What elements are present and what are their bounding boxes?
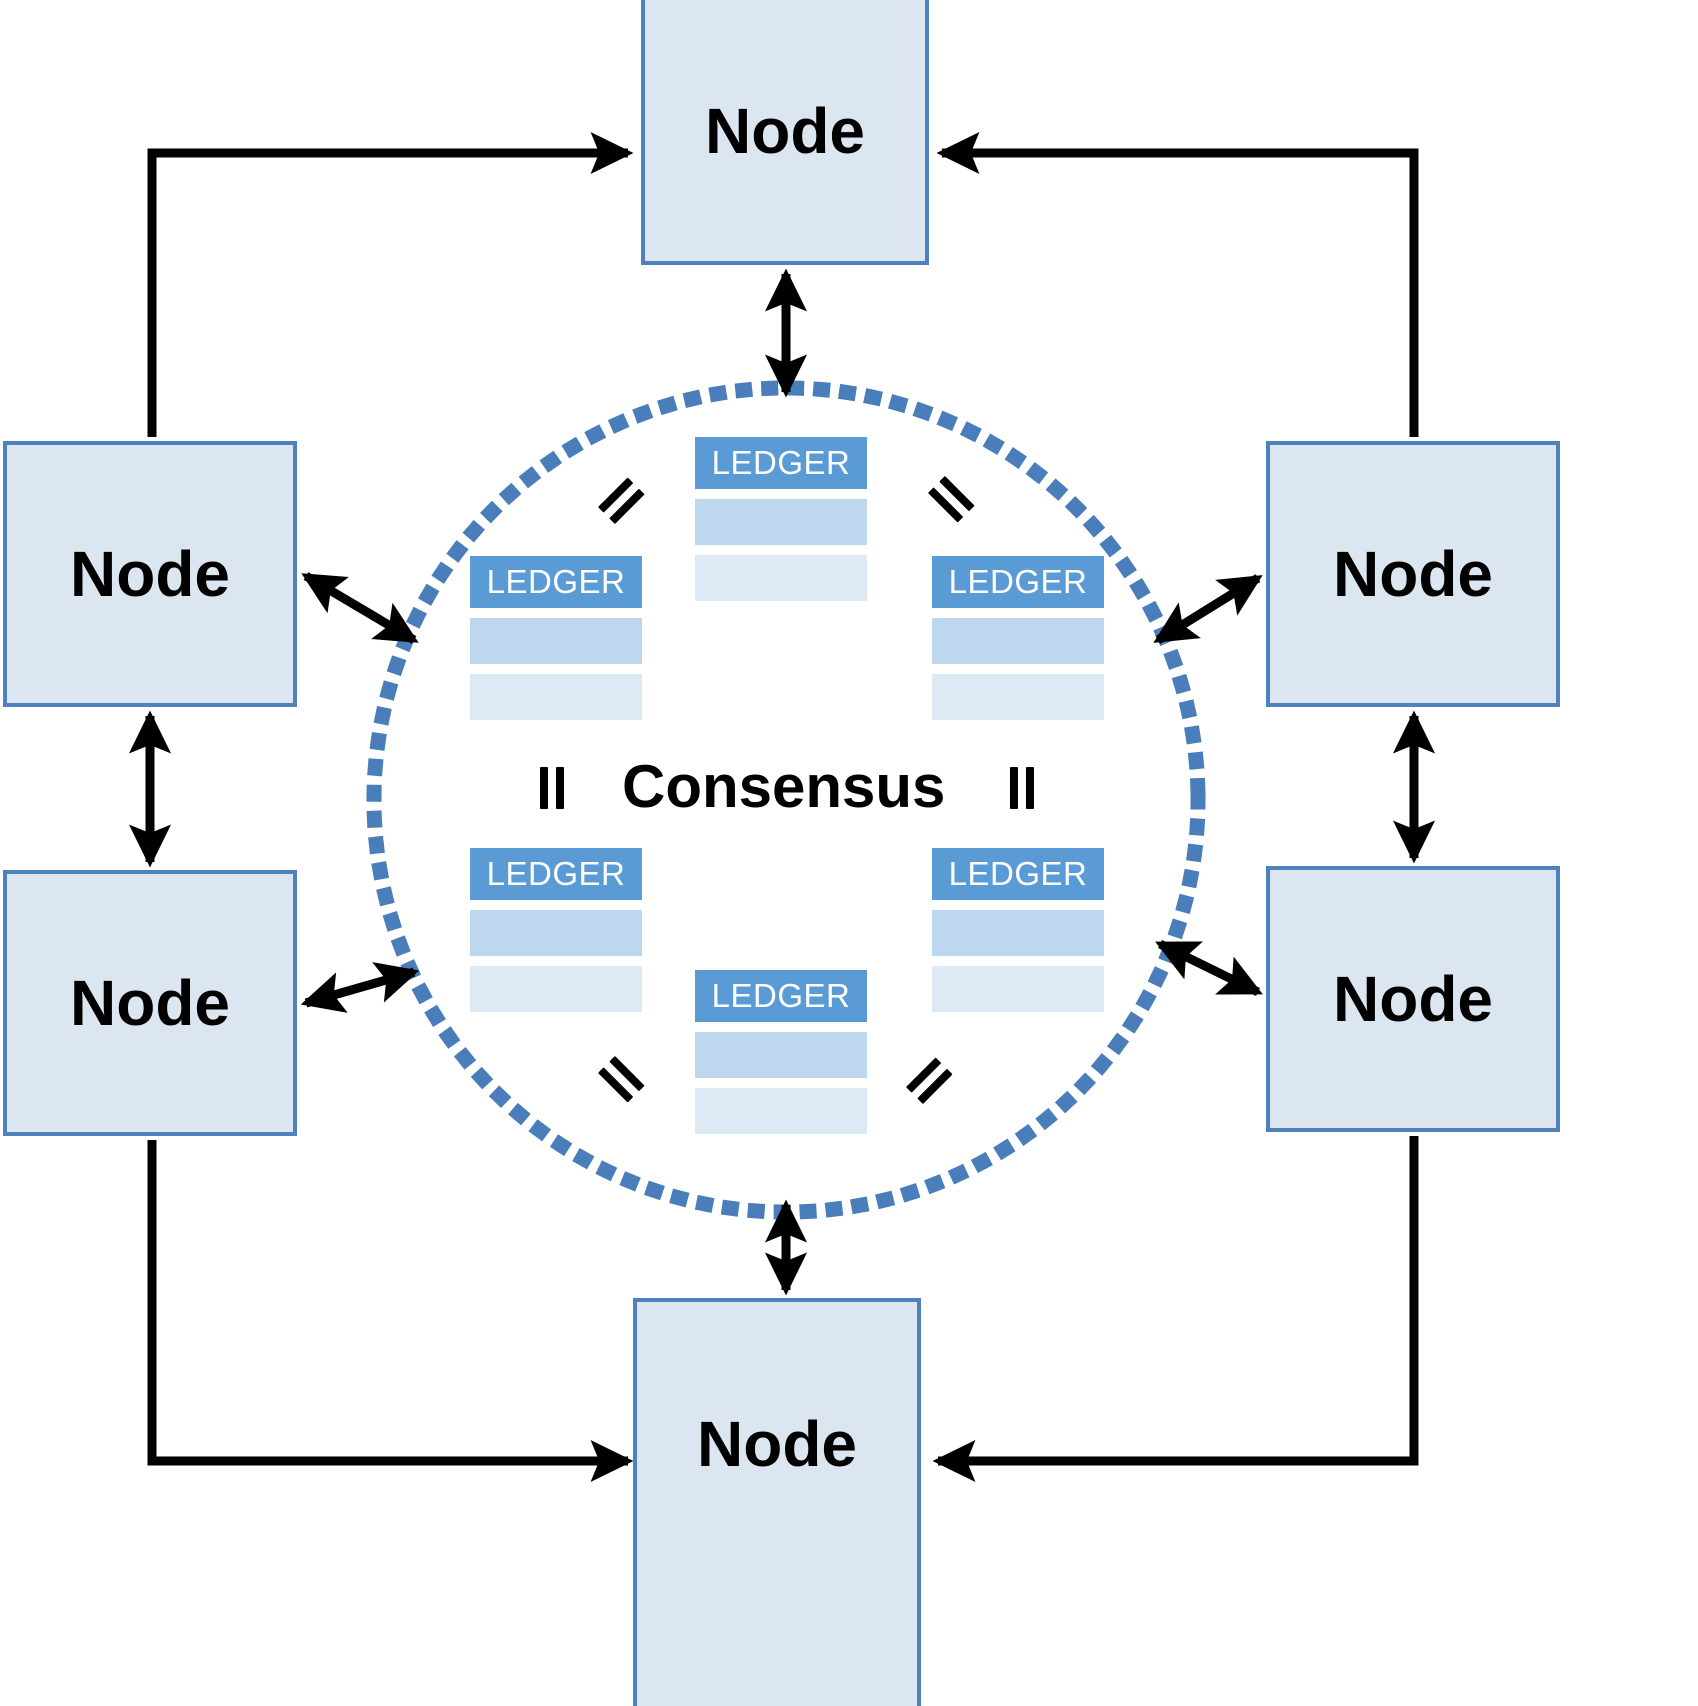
- equals-mark-mid-left: [530, 765, 574, 809]
- ledger-lower-left[interactable]: LEDGER: [470, 848, 642, 1012]
- equals-mark-bottom-right: [899, 1049, 961, 1111]
- ledger-row-primary: [470, 910, 642, 956]
- ledger-row-primary: [470, 618, 642, 664]
- ledger-row-primary: [932, 910, 1104, 956]
- ledger-header: LEDGER: [470, 848, 642, 900]
- ledger-row-primary: [695, 499, 867, 545]
- ledger-row-secondary: [470, 966, 642, 1012]
- node-label: Node: [70, 538, 230, 610]
- edge-left-upper-to-consensus: [301, 572, 419, 644]
- node-left-upper[interactable]: Node: [3, 441, 297, 707]
- node-left-lower[interactable]: Node: [3, 870, 297, 1136]
- ledger-header: LEDGER: [470, 556, 642, 608]
- node-label: Node: [70, 967, 230, 1039]
- equals-bar-upper: [540, 767, 548, 809]
- node-top[interactable]: Node: [641, 0, 929, 265]
- ledger-top[interactable]: LEDGER: [695, 437, 867, 601]
- node-label: Node: [697, 1408, 857, 1480]
- ledger-bottom[interactable]: LEDGER: [695, 970, 867, 1134]
- edge-right-lower-to-consensus: [1155, 939, 1263, 997]
- equals-bar-lower: [1026, 767, 1034, 809]
- node-label: Node: [705, 94, 865, 167]
- consensus-label: Consensus: [622, 753, 946, 820]
- equals-bar-upper: [1010, 767, 1018, 809]
- equals-mark-mid-right: [1000, 765, 1044, 809]
- node-label: Node: [1333, 538, 1493, 610]
- ledger-row-secondary: [932, 966, 1104, 1012]
- edge-right-upper-to-top: [936, 131, 1419, 437]
- ledger-header: LEDGER: [932, 848, 1104, 900]
- equals-mark-bottom-left: [591, 1049, 653, 1111]
- node-label: Node: [1333, 963, 1493, 1035]
- ledger-row-secondary: [695, 1088, 867, 1134]
- ledger-header: LEDGER: [695, 437, 867, 489]
- ledger-row-secondary: [470, 674, 642, 720]
- ledger-row-secondary: [932, 674, 1104, 720]
- equals-bar-lower: [556, 767, 564, 809]
- node-bottom[interactable]: Node: [633, 1298, 921, 1706]
- ledger-row-primary: [695, 1032, 867, 1078]
- ledger-header: LEDGER: [695, 970, 867, 1022]
- edge-left-lower-to-bottom: [147, 1140, 634, 1483]
- edge-left-lower-to-consensus: [300, 962, 420, 1013]
- ledger-upper-right[interactable]: LEDGER: [932, 556, 1104, 720]
- node-right-upper[interactable]: Node: [1266, 441, 1560, 707]
- equals-mark-top-left: [591, 469, 653, 531]
- node-right-lower[interactable]: Node: [1266, 866, 1560, 1132]
- ledger-header: LEDGER: [932, 556, 1104, 608]
- equals-mark-top-right: [921, 469, 983, 531]
- ledger-lower-right[interactable]: LEDGER: [932, 848, 1104, 1012]
- edge-right-lower-to-bottom: [932, 1136, 1419, 1483]
- edge-right-upper-to-consensus: [1153, 574, 1263, 644]
- ledger-row-secondary: [695, 555, 867, 601]
- ledger-upper-left[interactable]: LEDGER: [470, 556, 642, 720]
- ledger-row-primary: [932, 618, 1104, 664]
- edge-left-upper-to-top: [147, 131, 634, 437]
